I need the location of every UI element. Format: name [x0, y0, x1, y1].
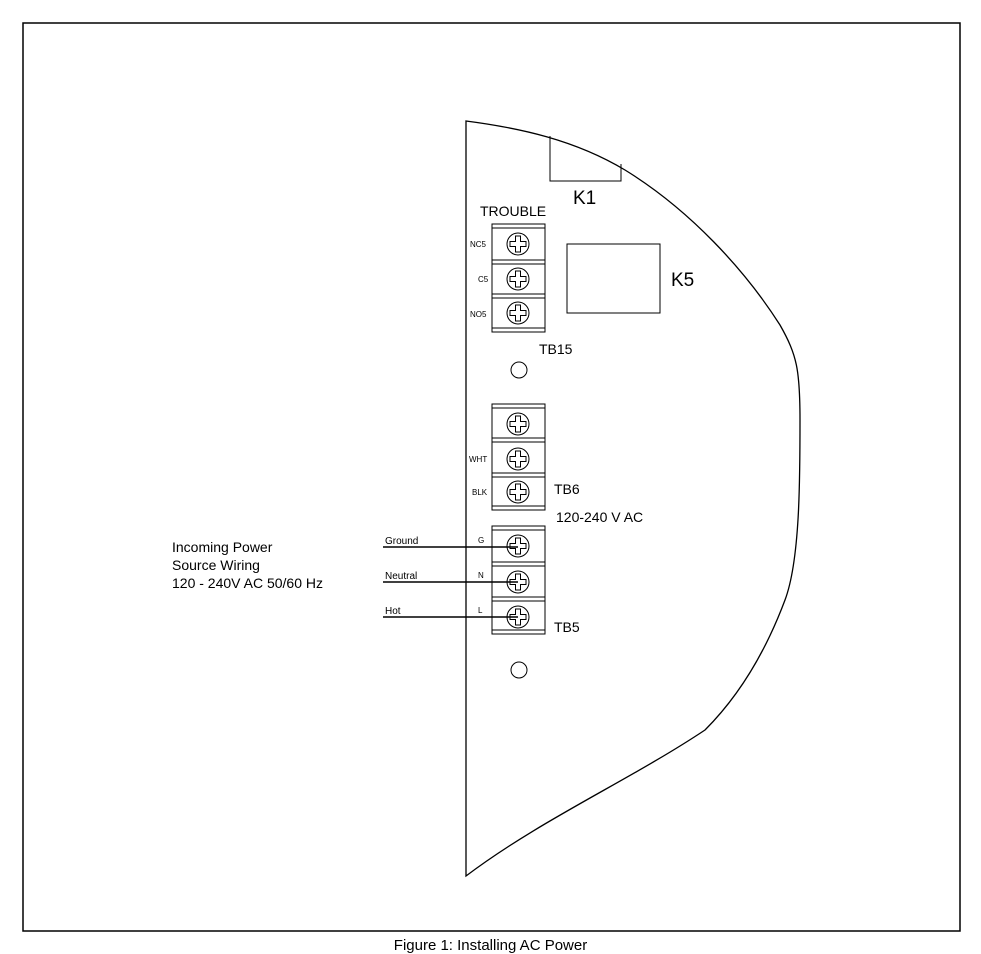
tb6-label: TB6: [554, 481, 580, 497]
no5-label: NO5: [470, 310, 487, 319]
wht-label: WHT: [469, 455, 487, 464]
k5-relay: [566, 243, 661, 314]
terminal-screw: [506, 232, 530, 256]
wiring-title-line1: Incoming Power: [172, 539, 273, 555]
tb5-label: TB5: [554, 619, 580, 635]
terminal-screw: [506, 267, 530, 291]
c5-label: C5: [478, 275, 489, 284]
tb15-terminal-block: [491, 223, 546, 333]
tb6-voltage-label: 120-240 V AC: [556, 509, 643, 525]
tb5-terminal-block: [491, 525, 546, 635]
figure-caption: Figure 1: Installing AC Power: [393, 937, 588, 954]
neutral-wire-label: Neutral: [385, 571, 417, 582]
k5-label: K5: [671, 270, 694, 291]
terminal-screw: [506, 480, 530, 504]
tb15-label: TB15: [539, 341, 573, 357]
l-label: L: [478, 606, 483, 615]
blk-label: BLK: [472, 488, 488, 497]
ground-wire-label: Ground: [385, 536, 418, 547]
k1-relay: [549, 136, 622, 182]
tb6-terminal-block: [491, 403, 546, 511]
terminal-screw: [506, 412, 530, 436]
wiring-title-line3: 120 - 240V AC 50/60 Hz: [172, 575, 323, 591]
figure-frame: [22, 22, 961, 932]
hot-wire-label: Hot: [385, 606, 401, 617]
mounting-hole: [510, 661, 528, 679]
terminal-screw: [506, 534, 530, 558]
mounting-hole: [510, 361, 528, 379]
nc5-label: NC5: [470, 240, 487, 249]
trouble-label: TROUBLE: [480, 203, 546, 219]
g-label: G: [478, 536, 484, 545]
circuit-board-outline: [465, 120, 801, 878]
k1-label: K1: [573, 188, 596, 209]
terminal-screw: [506, 301, 530, 325]
wiring-title-line2: Source Wiring: [172, 557, 260, 573]
n-label: N: [478, 571, 484, 580]
terminal-screw: [506, 447, 530, 471]
